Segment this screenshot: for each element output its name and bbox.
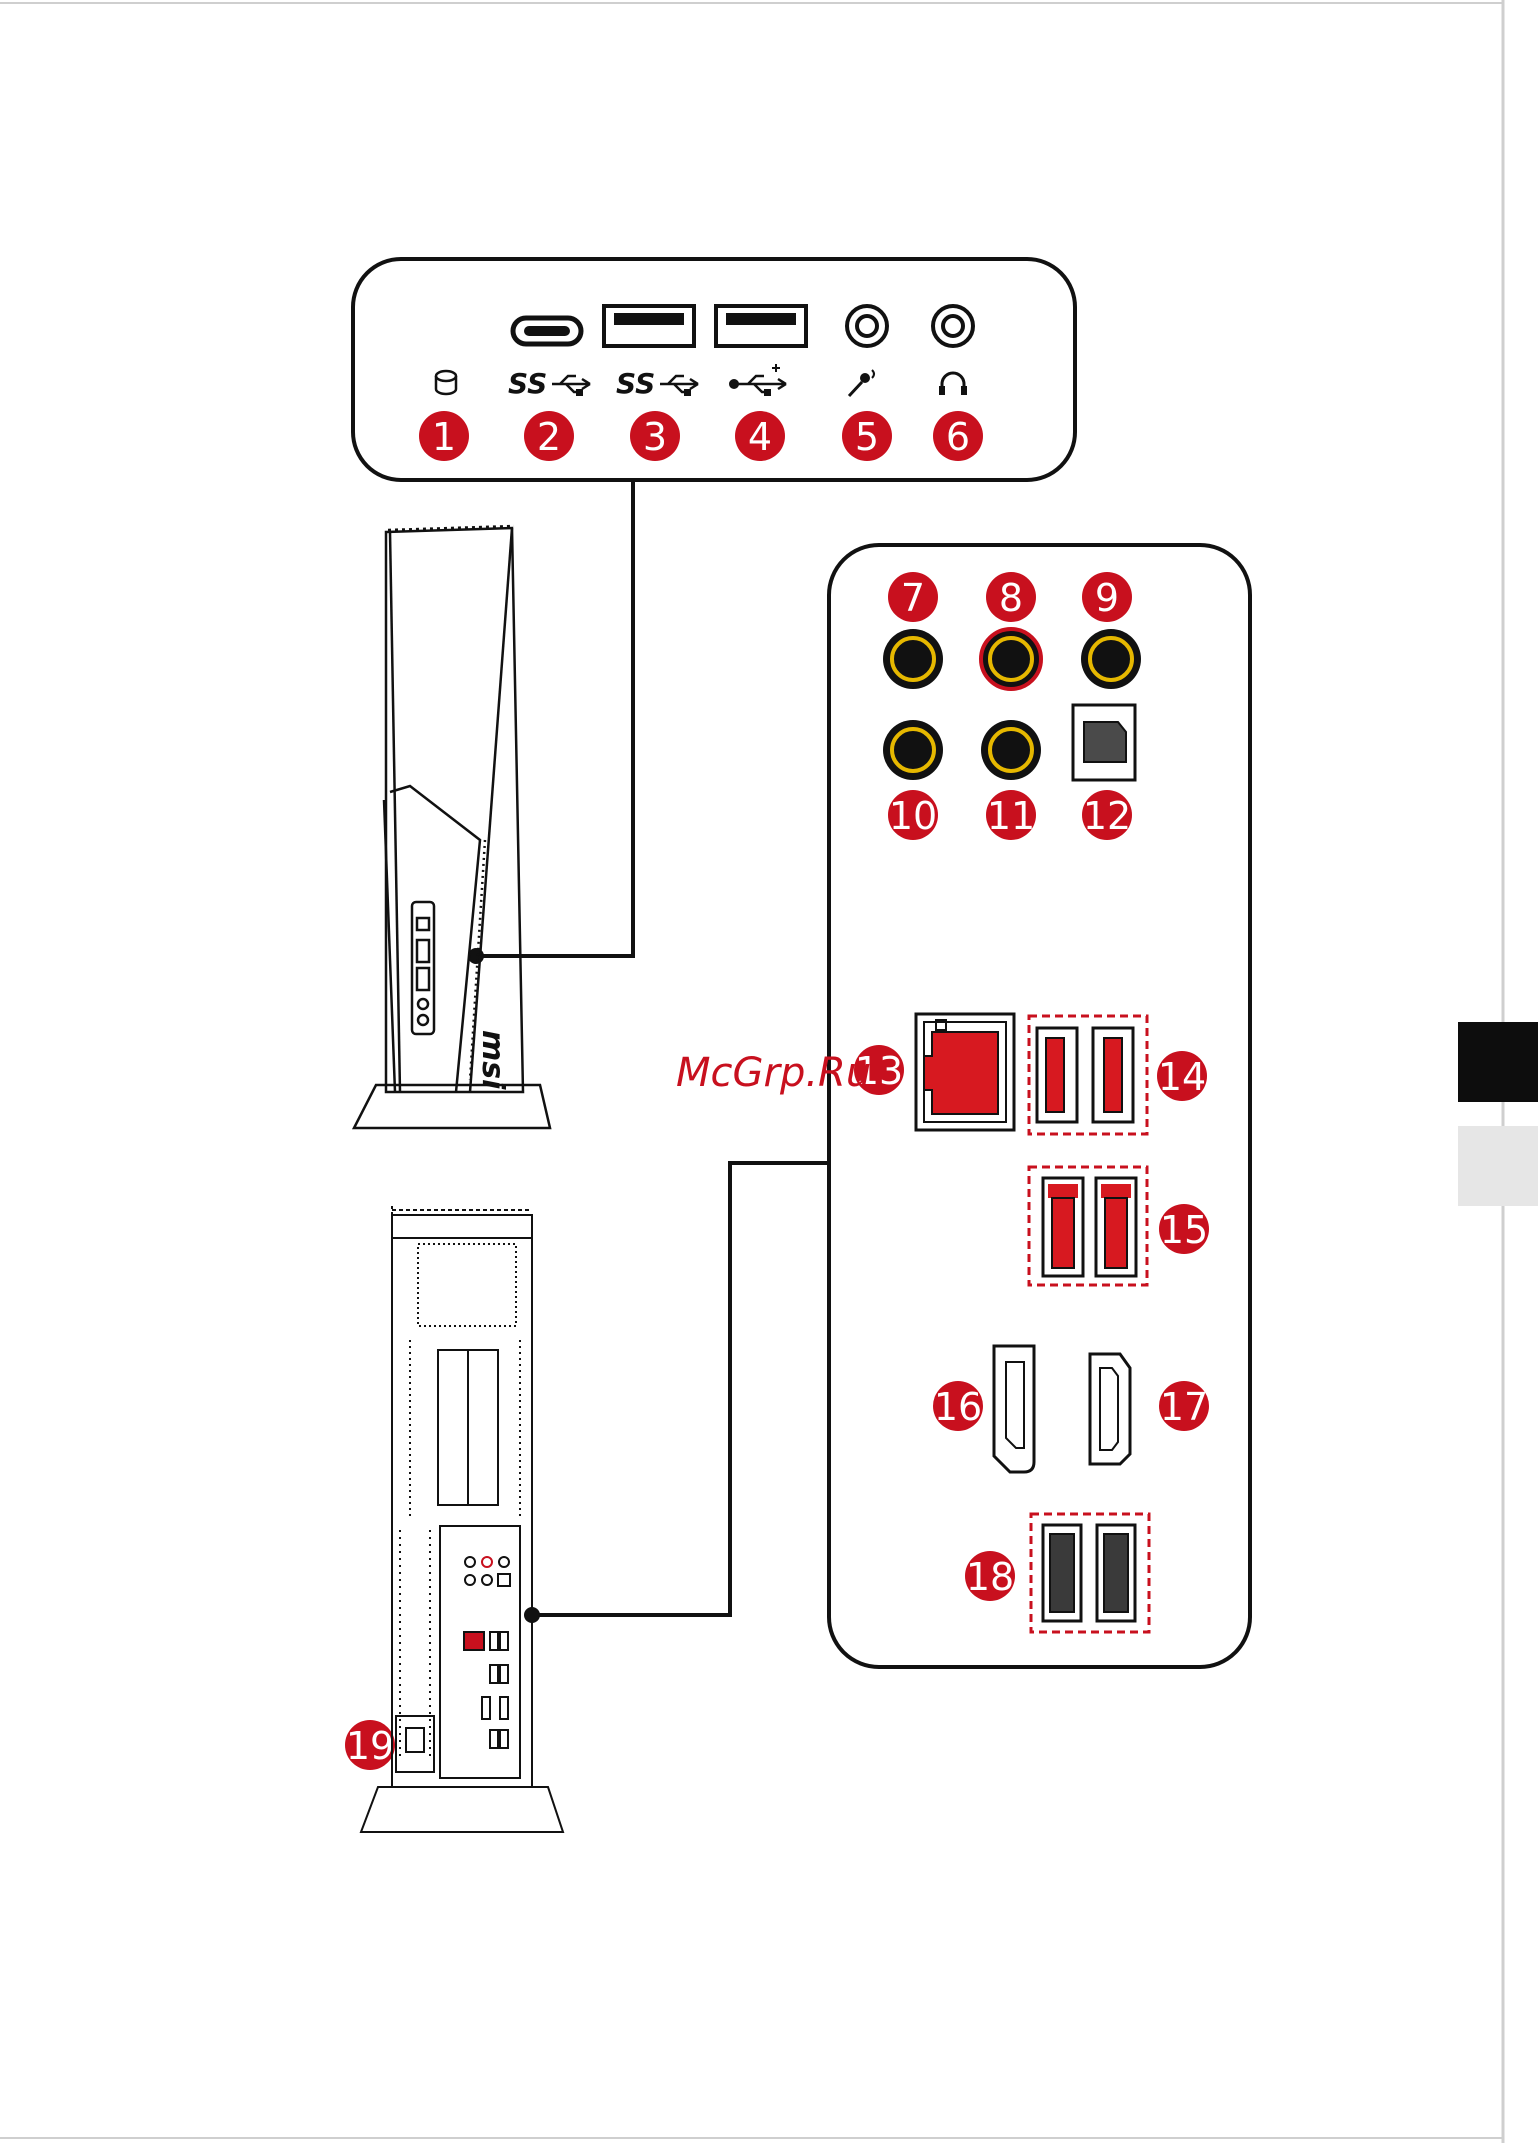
callout-number-11: 11 [986, 790, 1036, 840]
usb-a-port [1097, 1525, 1135, 1621]
callout-number-18: 18 [965, 1551, 1015, 1601]
callout-number-12: 12 [1082, 790, 1132, 840]
usb-a-port [1096, 1178, 1136, 1276]
badge-number: 18 [966, 1555, 1014, 1599]
hdmi-port [1090, 1354, 1130, 1464]
headphone-jack [933, 306, 973, 346]
section-tab [1458, 1126, 1538, 1206]
hdd-activity-icon [436, 371, 456, 394]
badge-number: 16 [934, 1385, 982, 1429]
usb-a-port [1037, 1028, 1077, 1122]
callout-number-19: 19 [345, 1720, 395, 1770]
ss-marking: SS [508, 367, 547, 400]
badge-number: 15 [1160, 1208, 1208, 1252]
badge-number: 4 [748, 415, 772, 459]
callout-number-16: 16 [933, 1381, 983, 1431]
watermark: McGrp.Ru [676, 1050, 871, 1096]
badge-number: 1 [432, 415, 456, 459]
callout-number-2: 2 [524, 411, 574, 461]
badge-number: 9 [1095, 576, 1119, 620]
usb-a-port [716, 306, 806, 346]
badge-number: 2 [537, 415, 561, 459]
callout-number-4: 4 [735, 411, 785, 461]
callout-number-3: 3 [630, 411, 680, 461]
usb-a-port [1043, 1178, 1083, 1276]
usb-superspeed-icon: SS [616, 367, 698, 400]
audio-jack [883, 720, 943, 780]
callout-number-9: 9 [1082, 572, 1132, 622]
rear-panel-callout [829, 545, 1250, 1667]
displayport-port [994, 1346, 1034, 1472]
callout-number-7: 7 [888, 572, 938, 622]
callout-number-5: 5 [842, 411, 892, 461]
front-leader-line [476, 480, 633, 956]
microphone-icon [849, 370, 874, 396]
callout-number-8: 8 [986, 572, 1036, 622]
audio-jack [1081, 629, 1141, 689]
callout-number-6: 6 [933, 411, 983, 461]
usb-a-port [604, 306, 694, 346]
mic-jack [847, 306, 887, 346]
usb-superspeed-icon: SS [508, 367, 590, 400]
usb-a-port [1043, 1525, 1081, 1621]
callout-number-14: 14 [1157, 1051, 1207, 1101]
pc-rear-view [361, 1205, 563, 1832]
audio-jack [981, 720, 1041, 780]
section-tab-active [1458, 1022, 1538, 1102]
pc-front-view: msi [354, 526, 550, 1128]
msi-logo: msi [475, 1030, 510, 1090]
badge-number: 3 [643, 415, 667, 459]
callout-number-17: 17 [1159, 1381, 1209, 1431]
badge-number: 5 [855, 415, 879, 459]
audio-jack [883, 629, 943, 689]
badge-number: 7 [901, 576, 925, 620]
badge-number: 8 [999, 576, 1023, 620]
usb-a-port [1093, 1028, 1133, 1122]
badge-number: 6 [946, 415, 970, 459]
usb-icon [729, 364, 786, 396]
badge-number: 19 [346, 1724, 394, 1768]
optical-spdif-port [1073, 705, 1135, 780]
badge-number: 12 [1083, 794, 1131, 838]
ss-marking: SS [616, 367, 655, 400]
callout-number-15: 15 [1159, 1204, 1209, 1254]
lan-port [916, 1014, 1014, 1130]
callout-number-1: 1 [419, 411, 469, 461]
audio-jack [981, 629, 1041, 689]
badge-number: 14 [1158, 1055, 1206, 1099]
headphone-icon [939, 373, 967, 395]
callout-number-10: 10 [888, 790, 938, 840]
rear-leader-line [532, 1163, 828, 1615]
badge-number: 10 [889, 794, 937, 838]
badge-number: 17 [1160, 1385, 1208, 1429]
badge-number: 11 [987, 794, 1035, 838]
